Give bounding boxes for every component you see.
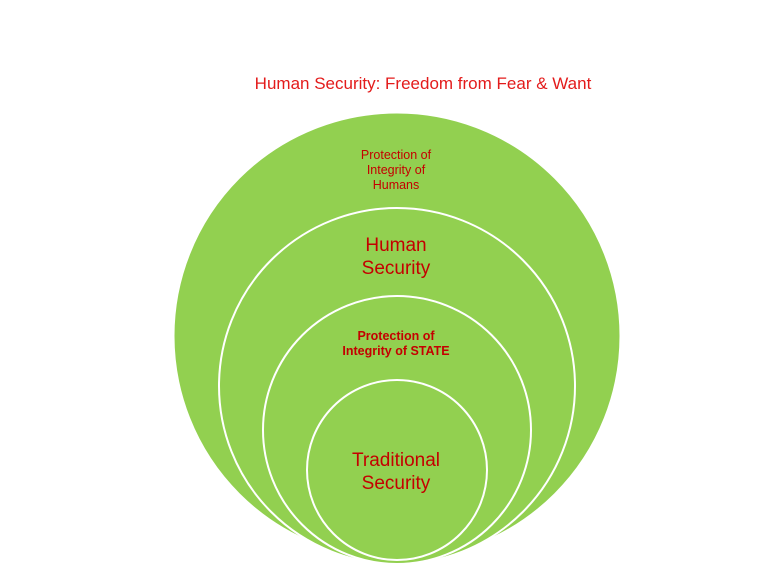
traditional-security-label: Traditional Security — [316, 450, 476, 496]
human-label-line: Human — [365, 235, 427, 256]
traditional-security-circle — [306, 379, 488, 561]
state-label-line: Integrity of STATE — [342, 344, 450, 358]
outer-label-line: Humans — [372, 178, 420, 192]
human-label-line: Security — [361, 257, 431, 279]
trad-label-line: Traditional — [351, 450, 440, 471]
outer-circle-label: Protection of Integrity of Humans — [316, 148, 476, 193]
state-circle-label: Protection of Integrity of STATE — [316, 329, 476, 359]
trad-label-line: Security — [361, 472, 431, 494]
outer-label-line: Integrity of — [366, 163, 426, 177]
outer-label-line: Protection of — [360, 148, 432, 162]
human-security-label: Human Security — [316, 235, 476, 281]
diagram-title: Human Security: Freedom from Fear & Want — [254, 74, 592, 93]
state-label-line: Protection of — [357, 329, 435, 343]
